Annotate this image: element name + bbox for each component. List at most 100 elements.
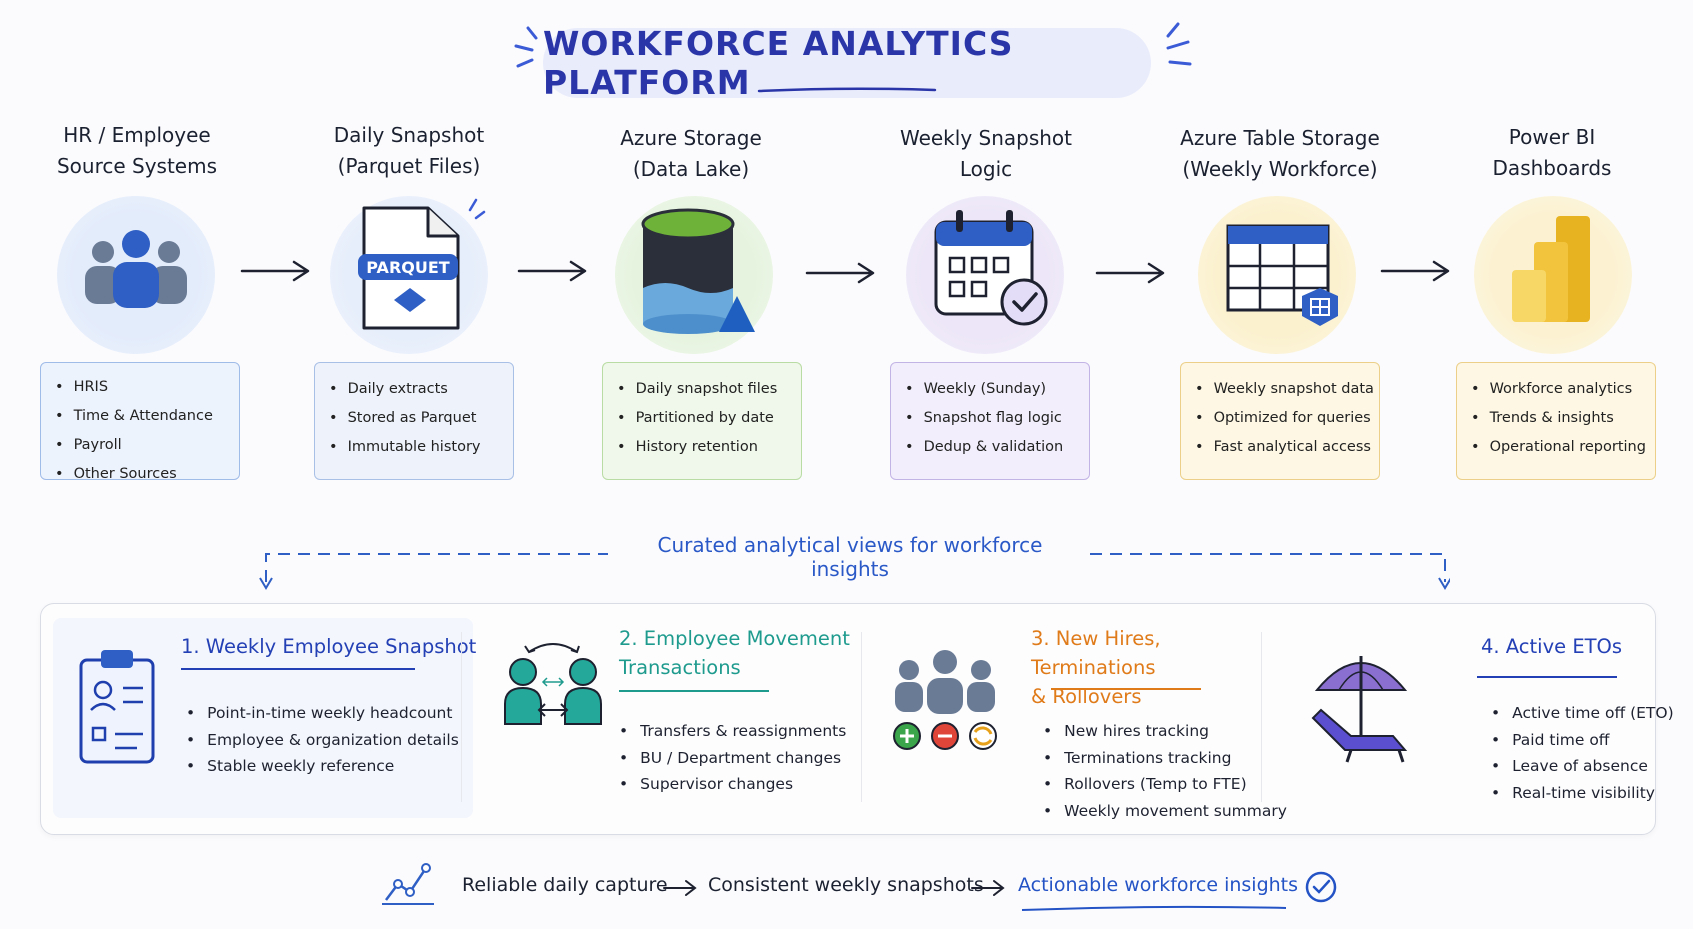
curated-caption: Curated analytical views for workforce i…	[657, 533, 1043, 581]
view-list: Active time off (ETO) Paid time off Leav…	[1491, 700, 1674, 807]
view-card-etos: 4. Active ETOs Active time off (ETO) Pai…	[1261, 604, 1674, 834]
arrow-right-icon	[805, 262, 875, 284]
arrow-right-icon	[1095, 262, 1165, 284]
arrow-right-icon	[971, 880, 1005, 896]
list-item: Daily extracts	[329, 375, 513, 404]
list-item: HRIS	[55, 373, 239, 402]
list-item: Dedup & validation	[905, 433, 1089, 462]
view-rule	[181, 668, 415, 670]
list-item: Snapshot flag logic	[905, 404, 1089, 433]
calendar-check-icon	[934, 210, 1048, 326]
list-item: Active time off (ETO)	[1491, 700, 1673, 727]
stage-box-azure-storage: Daily snapshot files Partitioned by date…	[602, 362, 802, 480]
stage-icon-hr	[57, 196, 215, 354]
arrow-right-icon	[240, 260, 310, 282]
list-item: Trends & insights	[1471, 404, 1655, 433]
view-list: Point-in-time weekly headcount Employee …	[186, 700, 459, 780]
list-item: Payroll	[55, 431, 239, 460]
stage-title-power-bi: Power BI Dashboards	[1492, 125, 1612, 180]
view-list: New hires tracking Terminations tracking…	[1043, 718, 1287, 824]
parquet-file-icon: PARQUET	[358, 198, 486, 330]
list-item: Rollovers (Temp to FTE)	[1043, 771, 1287, 798]
stage-icon-power-bi	[1474, 196, 1632, 354]
list-item: Supervisor changes	[619, 771, 846, 798]
stage-title-table-storage: Azure Table Storage (Weekly Workforce)	[1180, 126, 1380, 181]
people-group-icon	[85, 230, 187, 308]
list-item: Other Sources	[55, 460, 239, 489]
view-title-movement: 2. Employee Movement Transactions	[619, 627, 850, 679]
view-rule	[1051, 688, 1201, 690]
check-circle-icon	[1305, 871, 1337, 903]
divider	[861, 632, 862, 802]
stage-title-hr: HR / Employee Source Systems	[56, 123, 218, 178]
stage-box-parquet: Daily extracts Stored as Parquet Immutab…	[314, 362, 514, 480]
stage-title-weekly-logic: Weekly Snapshot Logic	[899, 126, 1073, 181]
stage-box-table-storage: Weekly snapshot data Optimized for queri…	[1180, 362, 1380, 480]
list-item: Daily snapshot files	[617, 375, 801, 404]
arrow-right-icon	[663, 880, 697, 896]
views-panel: 1. Weekly Employee Snapshot Point-in-tim…	[40, 603, 1674, 835]
arrow-right-icon	[517, 260, 587, 282]
page-title: WORKFORCE ANALYTICS PLATFORM	[543, 24, 1014, 102]
view-card-movement: 2. Employee Movement Transactions Transf…	[461, 604, 881, 834]
divider	[461, 632, 462, 802]
view-rule	[1477, 676, 1617, 678]
curated-connector	[259, 553, 1450, 590]
list-item: Time & Attendance	[55, 402, 239, 431]
hire-terminate-rollover-icon	[893, 650, 997, 750]
azure-data-lake-icon	[641, 208, 755, 334]
list-item: Operational reporting	[1471, 433, 1655, 462]
view-title-etos: 4. Active ETOs	[1481, 635, 1623, 658]
list-item: Stored as Parquet	[329, 404, 513, 433]
stage-icon-weekly-logic	[906, 196, 1064, 354]
sparkle-right-icon	[1166, 22, 1192, 66]
list-item: Paid time off	[1491, 727, 1674, 754]
stage-title-parquet: Daily Snapshot (Parquet Files)	[333, 123, 485, 178]
list-item: Weekly (Sunday)	[905, 375, 1089, 404]
list-item: Point-in-time weekly headcount	[186, 700, 459, 727]
view-card-weekly-snapshot: 1. Weekly Employee Snapshot Point-in-tim…	[41, 604, 481, 834]
stage-icon-parquet: PARQUET	[330, 196, 488, 354]
sparkle-left-icon	[514, 26, 538, 68]
stage-box-hr: HRIS Time & Attendance Payroll Other Sou…	[40, 362, 240, 482]
list-item: History retention	[617, 433, 801, 462]
list-item: Terminations tracking	[1043, 745, 1287, 772]
arrow-right-icon	[1380, 260, 1450, 282]
list-item: Partitioned by date	[617, 404, 801, 433]
view-title-weekly-snapshot: 1. Weekly Employee Snapshot	[181, 635, 477, 658]
divider	[1261, 632, 1262, 802]
title-underline	[757, 87, 937, 93]
power-bi-icon	[1512, 216, 1590, 322]
table-storage-icon	[1226, 224, 1338, 326]
stage-icon-azure-storage	[615, 196, 773, 354]
beach-umbrella-icon	[1311, 656, 1408, 763]
list-item: Optimized for queries	[1195, 404, 1379, 433]
list-item: Weekly snapshot data	[1195, 375, 1379, 404]
stage-icon-table-storage	[1198, 196, 1356, 354]
title-banner: WORKFORCE ANALYTICS PLATFORM	[543, 24, 1151, 102]
list-item: Fast analytical access	[1195, 433, 1379, 462]
footer-step-1: Reliable daily capture	[462, 874, 668, 896]
people-exchange-icon	[504, 643, 602, 725]
footer-underline	[1021, 905, 1287, 911]
view-card-hires: 3. New Hires, Terminations & Rollovers N…	[861, 604, 1287, 834]
list-item: New hires tracking	[1043, 718, 1287, 745]
clipboard-profile-icon	[79, 650, 155, 764]
list-item: Workforce analytics	[1471, 375, 1655, 404]
list-item: Weekly movement summary	[1043, 798, 1287, 825]
stage-title-azure-storage: Azure Storage (Data Lake)	[620, 126, 762, 181]
parquet-badge: PARQUET	[366, 258, 449, 277]
list-item: Employee & organization details	[186, 727, 459, 754]
list-item: Transfers & reassignments	[619, 718, 846, 745]
stage-box-power-bi: Workforce analytics Trends & insights Op…	[1456, 362, 1656, 480]
view-title-hires: 3. New Hires, Terminations & Rollovers	[1031, 627, 1161, 708]
footer-step-2: Consistent weekly snapshots	[708, 874, 984, 896]
view-list: Transfers & reassignments BU / Departmen…	[619, 718, 846, 798]
list-item: Leave of absence	[1491, 753, 1674, 780]
list-item: BU / Department changes	[619, 745, 846, 772]
footer-step-3: Actionable workforce insights	[1018, 874, 1299, 896]
list-item: Immutable history	[329, 433, 513, 462]
trend-chart-icon	[382, 863, 434, 905]
stage-box-weekly-logic: Weekly (Sunday) Snapshot flag logic Dedu…	[890, 362, 1090, 480]
list-item: Real-time visibility	[1491, 780, 1674, 807]
